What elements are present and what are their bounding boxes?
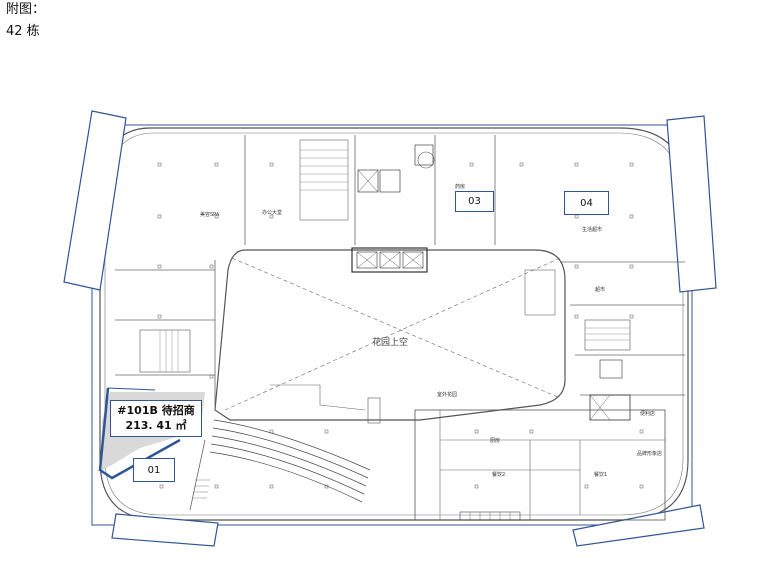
- site-frame: [91, 124, 693, 526]
- unit-101b-status: #101B 待招商: [117, 404, 195, 417]
- steps: [209, 419, 371, 503]
- label-dining1: 餐饮1: [594, 472, 608, 478]
- unit-101b-area: 213. 41 ㎡: [125, 419, 187, 432]
- label-outdoor-garden: 室外花园: [437, 392, 458, 398]
- right-bar: [666, 115, 717, 293]
- label-kitchen: 厨房: [490, 438, 501, 444]
- bottom-left-bar: [111, 513, 219, 547]
- label-dining2: 餐饮2: [492, 472, 506, 478]
- left-bar: [63, 110, 127, 291]
- unit-04-box: 04: [564, 191, 609, 215]
- label-supermarket: 超市: [595, 287, 606, 293]
- bottom-right-bar: [572, 504, 705, 547]
- label-beauty-spa: 美容SPA: [200, 212, 220, 218]
- label-convenience: 便利店: [640, 411, 656, 417]
- columns: [157, 162, 644, 489]
- label-garden-void: 花园上空: [372, 338, 409, 348]
- label-office-lobby: 办公大堂: [262, 210, 283, 216]
- building-outline: [99, 127, 689, 521]
- label-pharmacy: 药房: [455, 184, 466, 190]
- caption-title: 附图：: [6, 2, 46, 17]
- unit-101b-label: #101B 待招商 213. 41 ㎡: [110, 400, 202, 437]
- label-life-market: 生活超市: [582, 227, 603, 233]
- caption-building: 42 栋: [6, 24, 40, 39]
- unit-01-box: 01: [133, 458, 175, 482]
- label-brand-store: 品牌形象店: [637, 451, 663, 457]
- unit-03-box: 03: [455, 191, 494, 212]
